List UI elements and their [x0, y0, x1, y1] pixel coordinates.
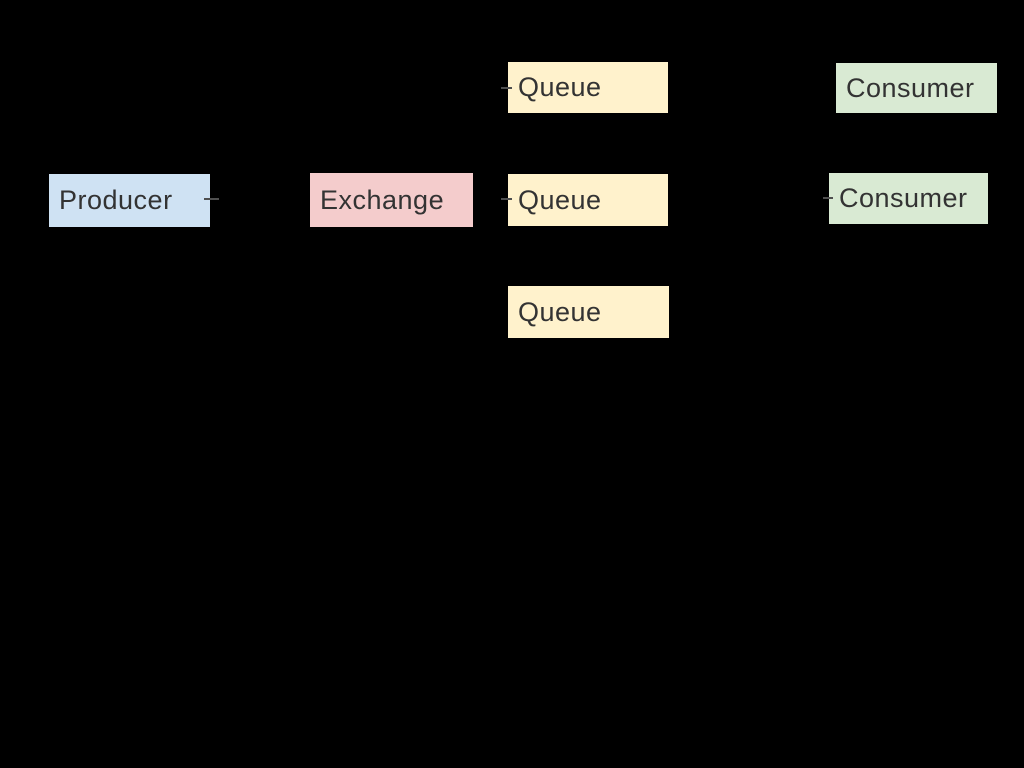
edge-tick-producer-exchange [204, 198, 219, 200]
edge-tick-exchange-queue1 [501, 87, 512, 89]
node-consumer-1: Consumer [836, 63, 997, 113]
node-consumer-1-label: Consumer [846, 72, 975, 103]
node-consumer-2: Consumer [829, 173, 988, 224]
node-exchange-label: Exchange [320, 184, 445, 215]
edge-tick-exchange-queue2 [501, 198, 512, 200]
edge-tick-queue2-consumer2 [823, 197, 833, 199]
node-exchange: Exchange [310, 173, 473, 227]
node-producer-label: Producer [59, 185, 173, 215]
node-producer: Producer [49, 174, 210, 227]
node-queue-1: Queue [508, 62, 668, 113]
node-queue-3: Queue [508, 286, 669, 338]
node-queue-3-label: Queue [518, 296, 602, 327]
node-queue-2-label: Queue [518, 184, 602, 215]
node-consumer-2-label: Consumer [839, 183, 968, 213]
node-queue-1-label: Queue [518, 72, 602, 102]
node-queue-2: Queue [508, 174, 668, 226]
